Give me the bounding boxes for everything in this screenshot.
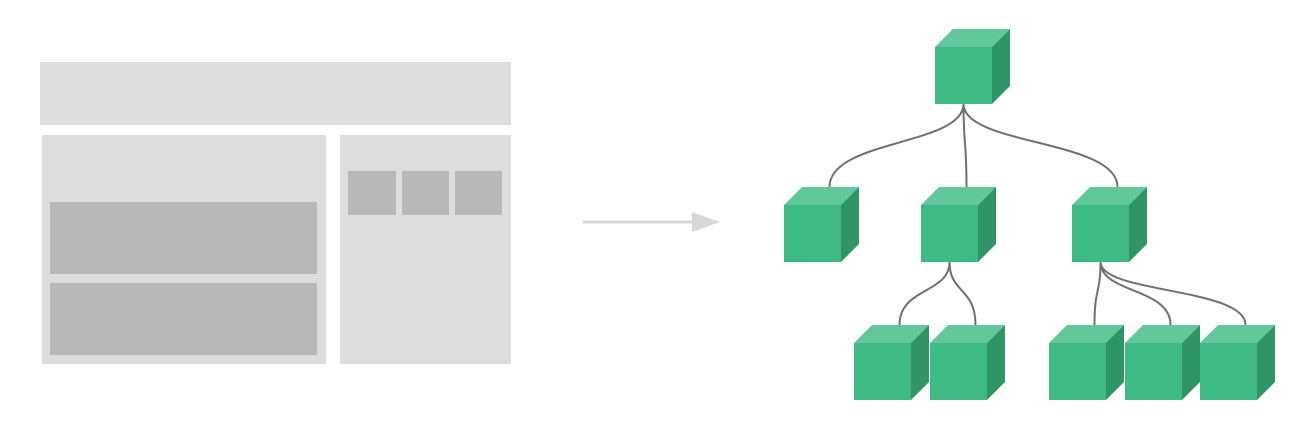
- tree-node-child-2: [921, 187, 996, 262]
- cube-front-face: [1072, 205, 1129, 262]
- arrow-right-icon: [583, 212, 720, 232]
- tree-connector-child-3-to-grandchild-5: [1099, 261, 1247, 326]
- main-content-block-1: [50, 202, 317, 274]
- tree-connector-child-3-to-grandchild-3: [1093, 261, 1102, 326]
- tree-connectors: [828, 103, 1247, 326]
- tree-connector-child-3-to-grandchild-4: [1099, 261, 1172, 326]
- cube-front-face: [930, 343, 987, 400]
- cube-side-face: [992, 29, 1010, 104]
- cube-top-face: [921, 187, 996, 205]
- cube-front-face: [784, 205, 841, 262]
- tree-connector-child-2-to-grandchild-1: [898, 261, 951, 326]
- tree-node-grandchild-4: [1125, 325, 1200, 400]
- cube-top-face: [854, 325, 929, 343]
- tree-connector-root-to-child-3: [962, 103, 1119, 188]
- cube-top-face: [1072, 187, 1147, 205]
- tree-node-grandchild-2: [930, 325, 1005, 400]
- component-tree: [784, 29, 1275, 400]
- cube-side-face: [1106, 325, 1124, 400]
- tree-node-root: [935, 29, 1010, 104]
- cube-top-face: [930, 325, 1005, 343]
- sidebar-block-2: [402, 171, 449, 215]
- tree-connector-root-to-child-1: [828, 103, 965, 188]
- cube-side-face: [841, 187, 859, 262]
- sidebar-block-1: [348, 171, 396, 215]
- cube-front-face: [1125, 343, 1182, 400]
- cube-front-face: [921, 205, 978, 262]
- header-panel: [40, 62, 511, 125]
- cube-side-face: [1129, 187, 1147, 262]
- cube-side-face: [1182, 325, 1200, 400]
- cube-top-face: [1049, 325, 1124, 343]
- cube-top-face: [784, 187, 859, 205]
- cube-top-face: [1125, 325, 1200, 343]
- main-content-block-2: [50, 283, 317, 355]
- cube-side-face: [978, 187, 996, 262]
- tree-node-grandchild-1: [854, 325, 929, 400]
- cube-top-face: [935, 29, 1010, 47]
- cube-front-face: [1200, 343, 1257, 400]
- cube-front-face: [854, 343, 911, 400]
- cube-top-face: [1200, 325, 1275, 343]
- cube-front-face: [935, 47, 992, 104]
- cube-side-face: [987, 325, 1005, 400]
- arrow-head: [692, 212, 720, 232]
- tree-connector-root-to-child-2: [962, 103, 968, 188]
- cube-side-face: [911, 325, 929, 400]
- tree-node-child-1: [784, 187, 859, 262]
- tree-connector-child-2-to-grandchild-2: [948, 261, 977, 326]
- sidebar-panel: [340, 135, 511, 364]
- tree-node-child-3: [1072, 187, 1147, 262]
- tree-node-grandchild-5: [1200, 325, 1275, 400]
- cube-front-face: [1049, 343, 1106, 400]
- page-layout-wireframe: [40, 62, 511, 364]
- cube-side-face: [1257, 325, 1275, 400]
- tree-node-grandchild-3: [1049, 325, 1124, 400]
- sidebar-block-3: [455, 171, 502, 215]
